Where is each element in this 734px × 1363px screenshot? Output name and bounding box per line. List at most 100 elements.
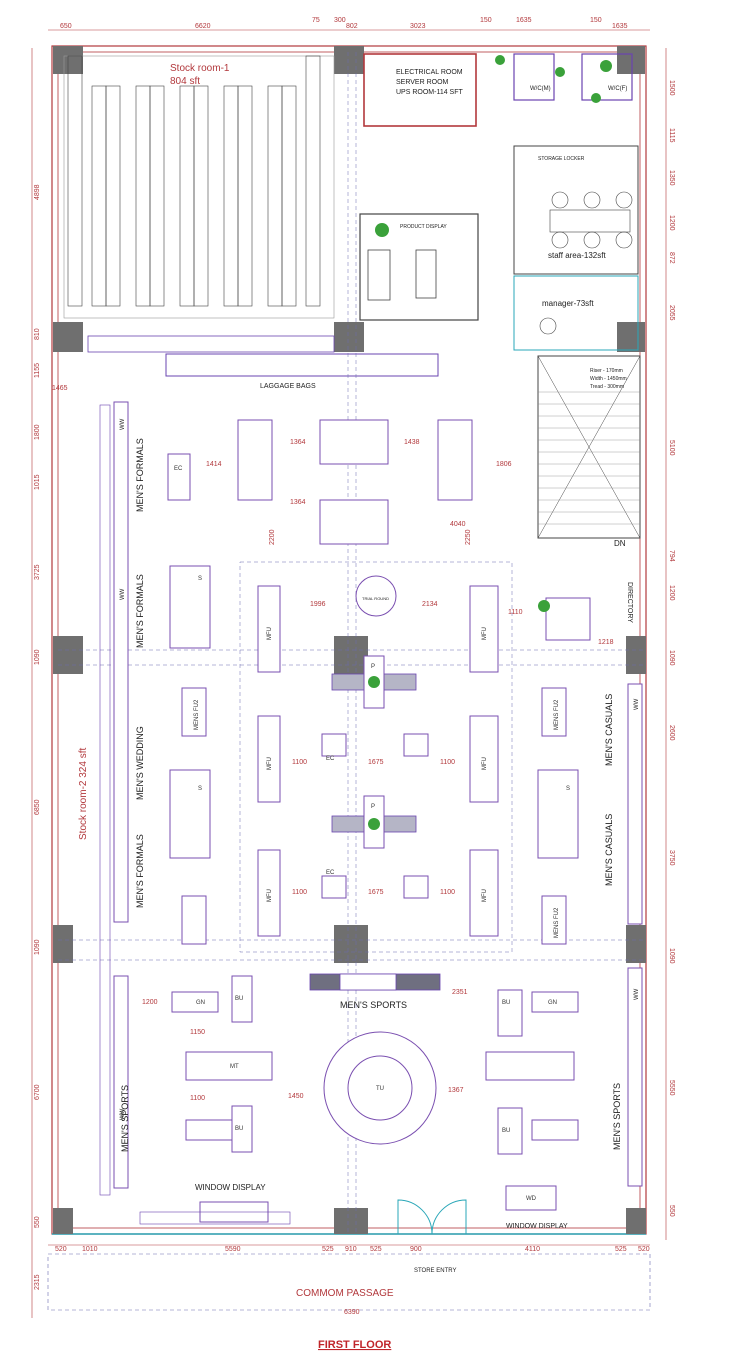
fixture-mfu-label: MFU [267,627,273,640]
manager-room-label: manager-73sft [542,299,594,308]
fixture-bu-label: BU [502,1000,510,1006]
left-dim-8: 1090 [34,649,41,665]
fixture-gn-label: GN [196,1000,205,1006]
columns [53,46,646,1234]
fixture-ww-label: WW [634,988,640,1000]
fixture-mfu-label: MFU [482,889,488,902]
right-dim-5: 872 [668,252,675,264]
bottom-dim-8: 4110 [525,1246,540,1253]
fixture-mfu-label: MFU [267,757,273,770]
right-dim-12: 3750 [668,850,675,866]
electrical-room: ELECTRICAL ROOM SERVER ROOM UPS ROOM-114… [363,53,477,127]
staff-area-label: staff area-132sft [548,251,606,260]
passage-dim: 6390 [344,1309,360,1316]
fixture-wd-label: WD [526,1196,537,1202]
fixture-mfu-label: MFU [482,627,488,640]
interior-dim: 1364 [290,499,306,506]
right-dim-6: 2055 [668,305,675,321]
fixture-mt-label: MT [230,1064,239,1070]
toilet-fixture-icon [495,55,505,65]
top-dim-7: 150 [480,17,492,24]
stair-riser-label: Riser - 170mm [590,368,623,374]
right-dim-3: 1350 [668,170,675,186]
store-entry-doors [397,1199,467,1235]
bottom-dim-9: 525 [615,1246,627,1253]
interior-dim: 1364 [290,439,306,446]
interior-dim: 1100 [292,759,307,766]
toilets: W/C(M) W/C(F) [495,53,633,103]
wc-male-label: W/C(M) [530,86,551,92]
stair-width-label: Width - 1450mm [590,376,627,382]
storage-locker-label: STORAGE LOCKER [538,156,585,162]
interior-dim: 1110 [508,609,523,616]
product-display-room: PRODUCT DISPLAY [359,213,479,321]
manager-room: manager-73sft [513,275,639,351]
right-dim-4: 1200 [668,215,675,231]
interior-dim: 1100 [292,889,307,896]
interior-dim: 1996 [310,601,326,608]
interior-dim: 1414 [206,461,222,468]
store-entry-label: STORE ENTRY [414,1268,456,1274]
trial-round-label: TRIAL ROUND [362,596,389,601]
right-dim-10: 1090 [668,650,675,666]
right-dimension-string: 1500 1115 1350 1200 872 2055 5100 794 12… [665,48,675,1240]
left-dim-7: 3725 [34,564,41,580]
wc-female-label: W/C(F) [608,86,627,92]
zone-mens-casuals-1: MEN'S CASUALS [604,694,614,766]
top-dim-5: 802 [346,23,358,30]
bottom-dim-3: 5590 [225,1246,241,1253]
interior-dim: 1675 [368,889,384,896]
interior-dim: 1100 [440,889,455,896]
top-dim-4: 300 [334,17,346,24]
fixture-letters: WW WW WW WW WW S S S GN GN EC EC EC BU B… [120,418,640,1202]
right-dim-1: 1500 [668,80,675,96]
top-dim-3: 75 [312,17,320,24]
bottom-dim-4: 525 [322,1246,334,1253]
interior-dim: 1100 [190,1095,205,1102]
fixture-s-label: S [566,786,570,792]
interior-dim: 2250 [465,529,472,545]
staff-area: STORAGE LOCKER staff area-132sft [513,145,639,275]
left-dim-12: 550 [34,1216,41,1228]
stair-down-label: DN [614,539,626,548]
window-display-right: WINDOW DISPLAY [506,1223,568,1230]
zone-mens-wedding: MEN'S WEDDING [135,726,145,800]
fixture-ec-label: EC [174,466,183,472]
interior-dim: 1150 [190,1029,205,1036]
interior-dim: 1450 [288,1093,304,1100]
interior-dim: 1438 [404,439,420,446]
zone-mens-sports-left: MEN'S SPORTS [120,1085,130,1152]
right-dim-13: 1090 [668,948,675,964]
top-dimension-string: 650 6620 75 300 802 3023 150 1635 150 16… [48,17,650,31]
bottom-dim-10: 520 [638,1246,650,1253]
fixture-bu-label: BU [235,1126,243,1132]
plant-icon [538,600,550,612]
left-dim-13: 2315 [34,1274,41,1290]
fixture-ww-label: WW [634,698,640,710]
bottom-dim-1: 520 [55,1246,67,1253]
left-dim-2: 810 [34,328,41,340]
fixture-tu-label: TU [376,1086,384,1092]
product-display-label: PRODUCT DISPLAY [400,224,447,230]
zone-mens-casuals-2: MEN'S CASUALS [604,814,614,886]
fixture-mens-fu2-label: MENS FU2 [554,699,560,730]
fixture-gn-label: GN [548,1000,557,1006]
luggage-bags-rack: LAGGAGE BAGS [87,335,439,390]
left-dim-4: 1465 [52,385,68,392]
fixture-mfu-label: MFU [267,889,273,902]
common-passage-label: COMMOM PASSAGE [296,1288,394,1299]
plant-icon [368,818,380,830]
zone-labels: MEN'S FORMALS MEN'S FORMALS MEN'S WEDDIN… [78,438,633,1230]
stock-room-1-name: Stock room-1 [170,63,230,74]
top-dim-6: 3023 [410,23,426,30]
stair-tread-label: Tread - 300mm [590,384,624,390]
zone-mens-sports-center: MEN'S SPORTS [340,1000,407,1010]
bottom-dim-6: 525 [370,1246,382,1253]
electrical-room-line-3: UPS ROOM-114 SFT [396,89,463,96]
interior-dim: 1675 [368,759,384,766]
interior-dim: 1806 [496,461,512,468]
stock-room-1: Stock room-1 804 sft [63,55,335,319]
top-dim-2: 6620 [195,23,211,30]
interior-dim: 2200 [269,529,276,545]
